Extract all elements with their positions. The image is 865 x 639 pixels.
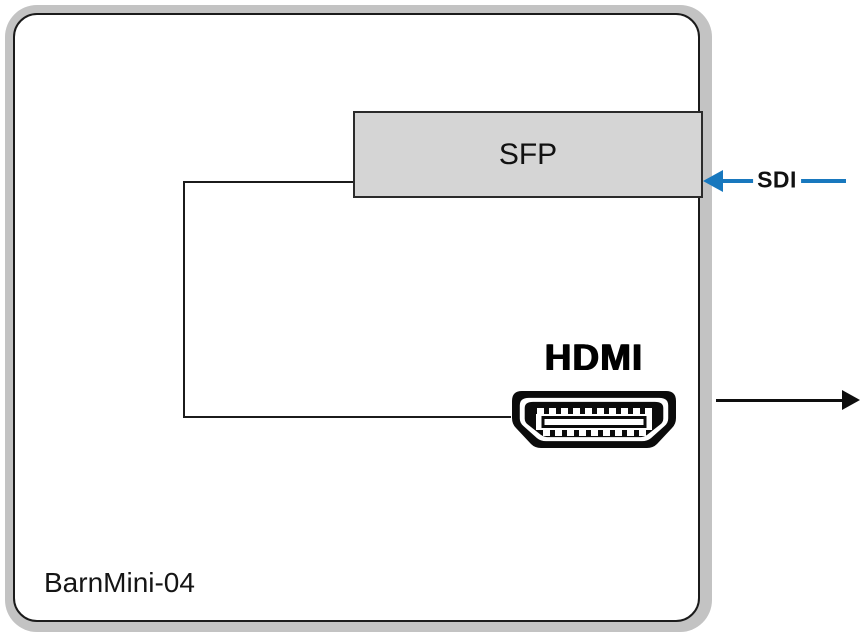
hdmi-port-label: HDMI <box>544 337 644 378</box>
hdmi-port-icon <box>512 391 676 448</box>
output-arrow-line <box>716 399 844 402</box>
sfp-block: SFP <box>353 111 703 198</box>
sfp-block-label: SFP <box>498 137 558 171</box>
sdi-signal-label: SDI <box>753 166 801 194</box>
signal-path-segment-vertical <box>183 181 185 418</box>
device-chassis-face <box>13 13 700 622</box>
output-arrowhead-icon <box>842 390 860 410</box>
signal-path-segment-top <box>183 181 355 183</box>
sdi-arrowhead-icon <box>703 170 723 192</box>
signal-path-segment-bottom <box>183 416 511 418</box>
device-name-label: BarnMini-04 <box>44 567 195 598</box>
